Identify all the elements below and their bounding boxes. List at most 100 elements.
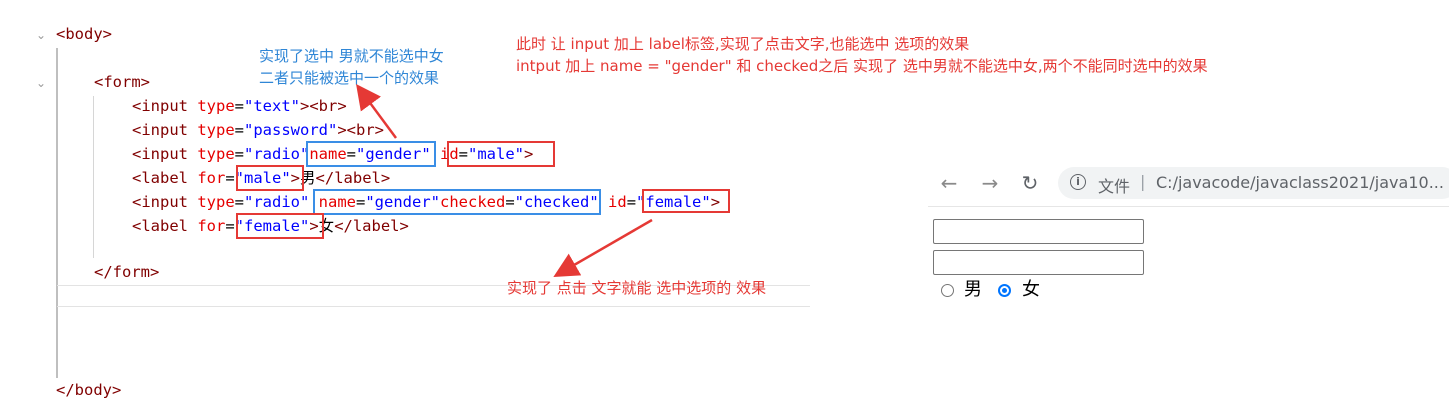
- password-input[interactable]: [933, 250, 1144, 275]
- tag-token: </label>: [315, 169, 391, 187]
- browser-preview: ← → ↻ i 文件 | C:/javacode/javaclass2021/j…: [928, 160, 1449, 403]
- radio-female[interactable]: [998, 284, 1011, 297]
- annotation-blue-mutual-exclusion: 实现了选中 男就不能选中女 二者只能被选中一个的效果: [259, 45, 444, 89]
- equals-token: =: [234, 97, 244, 115]
- value-token: "radio": [244, 145, 310, 163]
- highlight-for-female: [236, 213, 324, 239]
- fold-chevron-body-icon[interactable]: ⌄: [36, 28, 47, 42]
- tag-token: >: [524, 145, 534, 163]
- arrow-to-red-bottom-note: [553, 218, 653, 278]
- value-token: "male": [234, 169, 291, 187]
- text-input[interactable]: [933, 219, 1144, 244]
- highlight-id-male: [447, 141, 555, 167]
- value-token: "male": [468, 145, 525, 163]
- tag-token: </label>: [334, 217, 409, 235]
- address-bar[interactable]: i 文件 | C:/javacode/javaclass2021/java10.…: [1058, 167, 1449, 199]
- fold-chevron-form-icon[interactable]: ⌄: [36, 76, 47, 90]
- annotation-red-bottom: 实现了 点击 文字就能 选中选项的 效果: [507, 279, 767, 297]
- annotation-blue-line1: 实现了选中 男就不能选中女: [259, 47, 444, 65]
- attr-token: id: [608, 193, 627, 211]
- tag-token: <input: [132, 121, 198, 139]
- tag-token: <label: [132, 169, 198, 187]
- equals-token: =: [225, 169, 235, 187]
- browser-toolbar: ← → ↻ i 文件 | C:/javacode/javaclass2021/j…: [928, 160, 1449, 207]
- attr-token: type: [197, 145, 235, 163]
- indent-guide-body: [56, 48, 58, 378]
- code-line-label-male: <label for="male">男</label>: [132, 168, 390, 188]
- tag-token: ><br>: [337, 121, 384, 139]
- equals-token: =: [356, 193, 366, 211]
- equals-token: =: [505, 193, 515, 211]
- code-line-body-close: </body>: [56, 380, 121, 400]
- forward-button[interactable]: →: [979, 172, 1001, 194]
- tag-token: ><br>: [300, 97, 347, 115]
- value-token: "gender": [356, 145, 431, 163]
- highlight-name-gender-checked-female: [313, 189, 601, 215]
- tag-token: >: [710, 193, 721, 211]
- highlight-for-male: [236, 165, 304, 191]
- code-line-label-female: <label for="female">女</label>: [132, 216, 409, 236]
- code-line-input-text: <input type="text"><br>: [132, 96, 347, 116]
- code-line-form-close: </form>: [94, 262, 159, 282]
- attr-token: type: [197, 97, 235, 115]
- tag-token: <form>: [94, 73, 150, 91]
- value-token: "text": [244, 97, 300, 115]
- attr-token: type: [197, 193, 235, 211]
- equals-token: =: [225, 217, 235, 235]
- tag-token: >: [309, 217, 319, 235]
- reload-icon: ↻: [1021, 171, 1039, 195]
- equals-token: =: [234, 121, 244, 139]
- arrow-to-blue-note: [356, 83, 398, 139]
- equals-token: =: [626, 193, 637, 211]
- attr-token: for: [197, 217, 226, 235]
- equals-token: =: [234, 193, 244, 211]
- code-line-form-open: <form>: [94, 72, 150, 92]
- arrow-left-icon: ←: [940, 171, 958, 195]
- value-token: "radio": [244, 193, 310, 211]
- tag-token: <input: [132, 145, 198, 163]
- tag-token: </body>: [56, 381, 122, 399]
- code-line-input-password: <input type="password"><br>: [132, 120, 384, 140]
- highlight-name-gender-male: [306, 141, 436, 167]
- current-line-top-border: [57, 285, 810, 286]
- equals-token: =: [234, 145, 244, 163]
- back-button[interactable]: ←: [938, 172, 960, 194]
- annotation-red-top: 此时 让 input 加上 label标签,实现了点击文字,也能选中 选项的效果…: [516, 33, 1208, 77]
- reload-button[interactable]: ↻: [1019, 172, 1041, 194]
- code-line-input-radio-female: <input type="radio" name="gender"checked…: [132, 192, 720, 212]
- scheme-label: 文件: [1098, 177, 1131, 196]
- annotation-red-top-line1: 此时 让 input 加上 label标签,实现了点击文字,也能选中 选项的效果: [516, 35, 970, 53]
- tag-token: </form>: [94, 263, 160, 281]
- value-token: "female": [636, 193, 711, 211]
- value-token: "female": [234, 217, 310, 235]
- code-editor: <body> <form> <input type="text"><br> <i…: [0, 0, 720, 399]
- value-token: "gender": [365, 193, 440, 211]
- attr-token: checked: [440, 193, 506, 211]
- tag-token: <input: [132, 193, 198, 211]
- attr-token: for: [197, 169, 226, 187]
- rendered-page: 男 女: [928, 207, 1449, 403]
- value-token: "password": [244, 121, 338, 139]
- tag-token: >: [290, 169, 301, 187]
- highlight-id-female: [642, 189, 730, 213]
- indent-guide-form: [93, 96, 94, 258]
- attr-token: type: [197, 121, 235, 139]
- url-text: C:/javacode/javaclass2021/java10...: [1156, 173, 1444, 192]
- tag-token: <label: [132, 217, 198, 235]
- radio-male[interactable]: [941, 284, 954, 297]
- equals-token: =: [346, 145, 356, 163]
- arrow-right-icon: →: [981, 171, 999, 195]
- code-line-input-radio-male: <input type="radio"name="gender" id="mal…: [132, 144, 533, 164]
- current-line-bottom-border: [57, 306, 810, 307]
- code-line-body-open: <body>: [56, 24, 112, 44]
- label-male[interactable]: 男: [964, 279, 982, 300]
- tag-token: <input: [132, 97, 198, 115]
- equals-token: =: [458, 145, 469, 163]
- label-female[interactable]: 女: [1022, 279, 1040, 300]
- tag-token: <body>: [56, 25, 112, 43]
- info-icon[interactable]: i: [1070, 174, 1086, 190]
- attr-token: name: [318, 193, 356, 211]
- value-token: "checked": [514, 193, 599, 211]
- attr-token: name: [309, 145, 347, 163]
